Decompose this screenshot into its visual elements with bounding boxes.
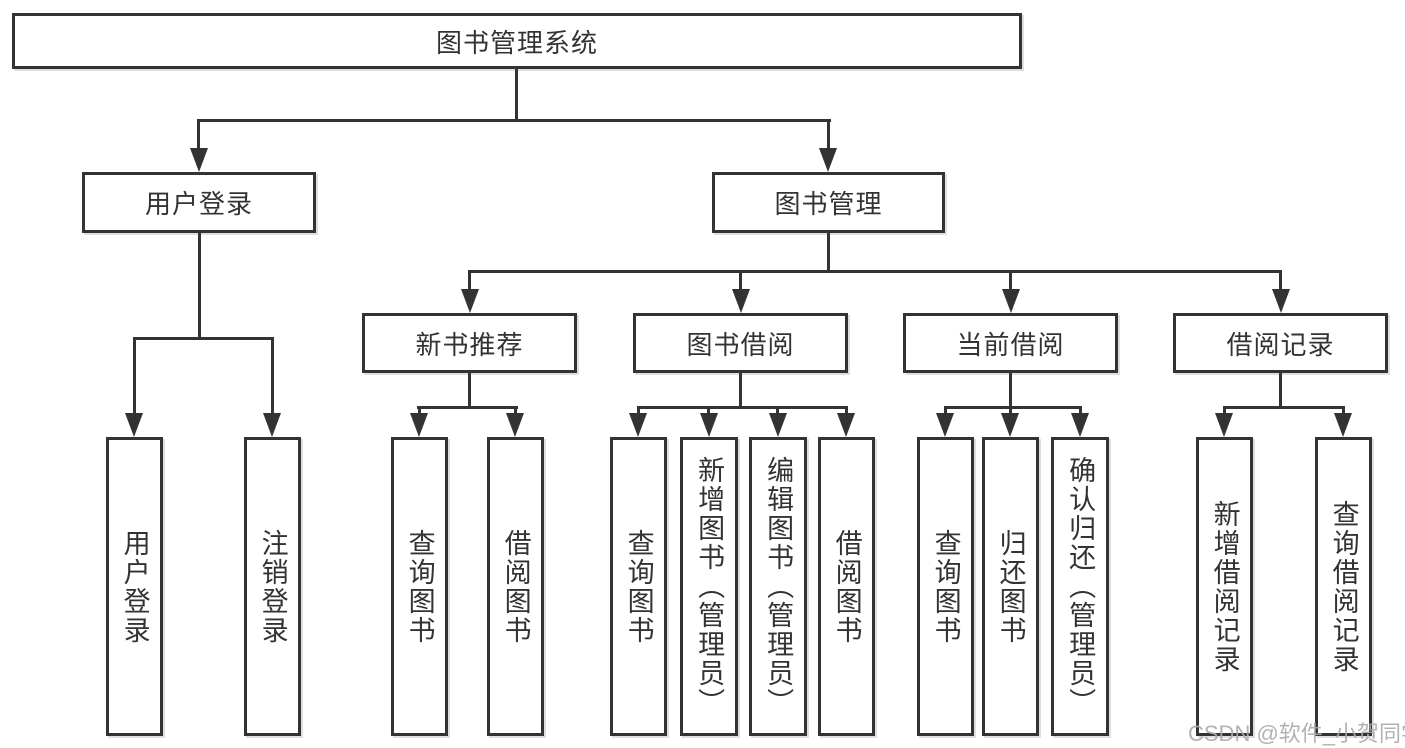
node-new-book-recommend: 新书推荐 xyxy=(362,313,577,373)
leaf-edit-book-admin: 编辑图书（管理员） xyxy=(749,437,807,736)
arrow-down-icon xyxy=(629,413,647,437)
arrow-down-icon xyxy=(125,413,143,437)
connector-line xyxy=(468,270,471,292)
connector-line xyxy=(1223,406,1345,409)
leaf-user-login: 用户登录 xyxy=(106,437,163,736)
connector-line xyxy=(197,119,200,151)
connector-line xyxy=(707,406,710,416)
arrow-down-icon xyxy=(263,413,281,437)
connector-line xyxy=(827,119,830,151)
arrow-down-icon xyxy=(732,289,750,313)
arrow-down-icon xyxy=(837,413,855,437)
connector-line xyxy=(1342,406,1345,416)
node-book-borrow-label: 图书借阅 xyxy=(686,329,795,360)
connector-line xyxy=(468,270,1282,273)
node-new-book-recommend-label: 新书推荐 xyxy=(415,329,524,360)
arrow-down-icon xyxy=(1334,413,1352,437)
leaf-query-borrow-record-label: 查询借阅记录 xyxy=(1328,499,1359,674)
arrow-down-icon xyxy=(769,413,787,437)
node-book-borrow: 图书借阅 xyxy=(633,313,848,373)
connector-line xyxy=(514,406,517,416)
leaf-query-books-borrow: 查询图书 xyxy=(610,437,667,736)
connector-line xyxy=(776,406,779,416)
leaf-user-login-label: 用户登录 xyxy=(119,528,150,645)
leaf-logout-label: 注销登录 xyxy=(257,528,288,645)
connector-line xyxy=(133,337,274,340)
node-user-login-label: 用户登录 xyxy=(144,189,253,219)
leaf-return-book: 归还图书 xyxy=(982,437,1039,736)
node-borrow-records: 借阅记录 xyxy=(1173,313,1388,373)
connector-line xyxy=(197,119,831,122)
node-library-system-label: 图书管理系统 xyxy=(435,27,598,58)
node-book-management: 图书管理 xyxy=(712,172,945,233)
arrow-down-icon xyxy=(1001,413,1019,437)
connector-line xyxy=(1009,406,1012,416)
leaf-borrow-books-recommend: 借阅图书 xyxy=(487,437,544,736)
leaf-query-books-current: 查询图书 xyxy=(917,437,974,736)
leaf-borrow-books: 借阅图书 xyxy=(818,437,875,736)
connector-line xyxy=(271,337,274,415)
arrow-down-icon xyxy=(1002,289,1020,313)
leaf-query-books-recommend-label: 查询图书 xyxy=(404,528,435,645)
connector-line xyxy=(1279,373,1282,409)
connector-line xyxy=(637,406,640,416)
leaf-add-book-admin-label: 新增图书（管理员） xyxy=(694,456,725,717)
node-user-login: 用户登录 xyxy=(82,172,316,233)
connector-line xyxy=(1079,406,1082,416)
connector-line xyxy=(944,406,947,416)
connector-line xyxy=(515,68,518,122)
connector-line xyxy=(1009,373,1012,409)
arrow-down-icon xyxy=(410,413,428,437)
connector-line xyxy=(418,406,421,416)
arrow-down-icon xyxy=(1071,413,1089,437)
connector-line xyxy=(133,337,136,415)
leaf-confirm-return-admin: 确认归还（管理员） xyxy=(1051,437,1109,736)
leaf-add-book-admin: 新增图书（管理员） xyxy=(680,437,738,736)
connector-line xyxy=(739,270,742,292)
arrow-down-icon xyxy=(1272,289,1290,313)
node-borrow-records-label: 借阅记录 xyxy=(1226,329,1335,360)
arrow-down-icon xyxy=(819,148,837,172)
leaf-logout: 注销登录 xyxy=(244,437,301,736)
leaf-add-borrow-record: 新增借阅记录 xyxy=(1196,437,1253,736)
arrow-down-icon xyxy=(506,413,524,437)
connector-line xyxy=(468,373,471,409)
leaf-add-borrow-record-label: 新增借阅记录 xyxy=(1209,499,1240,674)
node-book-management-label: 图书管理 xyxy=(774,189,883,219)
node-current-borrow: 当前借阅 xyxy=(903,313,1118,373)
arrow-down-icon xyxy=(1215,413,1233,437)
node-current-borrow-label: 当前借阅 xyxy=(956,329,1065,360)
node-library-system: 图书管理系统 xyxy=(12,13,1022,69)
connector-line xyxy=(827,233,830,273)
connector-line xyxy=(1223,406,1226,416)
connector-line xyxy=(944,406,1082,409)
arrow-down-icon xyxy=(190,148,208,172)
watermark: CSDN @软件_小贺同学 xyxy=(1188,721,1405,746)
connector-line xyxy=(637,406,848,409)
leaf-query-books-current-label: 查询图书 xyxy=(930,528,961,645)
leaf-query-books-recommend: 查询图书 xyxy=(391,437,448,736)
leaf-confirm-return-admin-label: 确认归还（管理员） xyxy=(1065,456,1096,717)
arrow-down-icon xyxy=(461,289,479,313)
leaf-borrow-books-recommend-label: 借阅图书 xyxy=(500,528,531,645)
leaf-query-borrow-record: 查询借阅记录 xyxy=(1315,437,1372,736)
leaf-return-book-label: 归还图书 xyxy=(995,528,1026,645)
connector-line xyxy=(845,406,848,416)
connector-line xyxy=(739,373,742,409)
arrow-down-icon xyxy=(700,413,718,437)
leaf-query-books-borrow-label: 查询图书 xyxy=(623,528,654,645)
leaf-borrow-books-label: 借阅图书 xyxy=(831,528,862,645)
connector-line xyxy=(1009,270,1012,292)
connector-line xyxy=(417,406,518,409)
arrow-down-icon xyxy=(936,413,954,437)
connector-line xyxy=(198,233,201,339)
leaf-edit-book-admin-label: 编辑图书（管理员） xyxy=(763,456,794,717)
connector-line xyxy=(1279,270,1282,292)
